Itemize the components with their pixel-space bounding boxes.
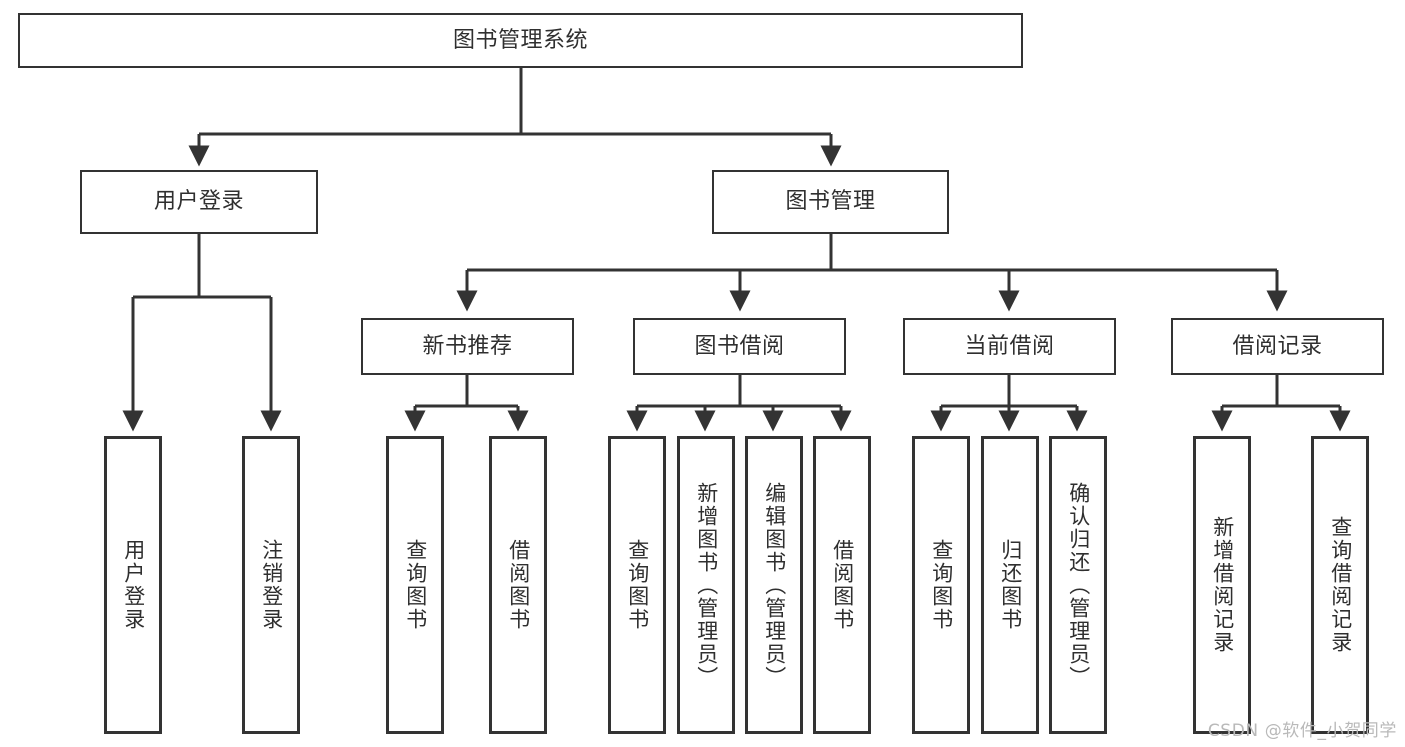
node-leaf-borrow-book-1-label: 借阅图书 bbox=[506, 539, 531, 631]
node-leaf-logout[interactable]: 注销登录 bbox=[242, 436, 300, 734]
node-leaf-add-record[interactable]: 新增借阅记录 bbox=[1193, 436, 1251, 734]
node-leaf-edit-book[interactable]: 编辑图书（管理员） bbox=[745, 436, 803, 734]
node-book-manage-label: 图书管理 bbox=[785, 189, 876, 215]
node-current-borrow[interactable]: 当前借阅 bbox=[903, 318, 1116, 375]
node-leaf-add-book[interactable]: 新增图书（管理员） bbox=[677, 436, 735, 734]
node-user-login[interactable]: 用户登录 bbox=[80, 170, 318, 234]
node-leaf-borrow-book-2[interactable]: 借阅图书 bbox=[813, 436, 871, 734]
node-leaf-query-book-3-label: 查询图书 bbox=[929, 539, 954, 631]
node-user-login-label: 用户登录 bbox=[153, 189, 244, 215]
node-leaf-confirm-return-label: 确认归还（管理员） bbox=[1066, 481, 1091, 689]
node-book-borrow-label: 图书借阅 bbox=[694, 333, 785, 359]
node-leaf-query-book-1-label: 查询图书 bbox=[403, 539, 428, 631]
node-current-borrow-label: 当前借阅 bbox=[964, 333, 1055, 359]
node-book-borrow[interactable]: 图书借阅 bbox=[633, 318, 846, 375]
node-book-manage[interactable]: 图书管理 bbox=[712, 170, 949, 234]
node-leaf-edit-book-label: 编辑图书（管理员） bbox=[762, 481, 787, 689]
node-new-book-rec-label: 新书推荐 bbox=[422, 333, 513, 359]
node-root-label: 图书管理系统 bbox=[452, 27, 588, 53]
node-leaf-query-record[interactable]: 查询借阅记录 bbox=[1311, 436, 1369, 734]
node-leaf-user-login[interactable]: 用户登录 bbox=[104, 436, 162, 734]
node-leaf-query-book-2[interactable]: 查询图书 bbox=[608, 436, 666, 734]
node-new-book-rec[interactable]: 新书推荐 bbox=[361, 318, 574, 375]
node-leaf-borrow-book-2-label: 借阅图书 bbox=[830, 539, 855, 631]
node-leaf-add-book-label: 新增图书（管理员） bbox=[694, 481, 719, 689]
node-leaf-query-book-3[interactable]: 查询图书 bbox=[912, 436, 970, 734]
node-borrow-record[interactable]: 借阅记录 bbox=[1171, 318, 1384, 375]
node-leaf-confirm-return[interactable]: 确认归还（管理员） bbox=[1049, 436, 1107, 734]
node-leaf-user-login-label: 用户登录 bbox=[121, 539, 146, 631]
node-leaf-logout-label: 注销登录 bbox=[259, 539, 284, 631]
node-leaf-query-book-1[interactable]: 查询图书 bbox=[386, 436, 444, 734]
node-root[interactable]: 图书管理系统 bbox=[18, 13, 1023, 68]
node-leaf-return-book-label: 归还图书 bbox=[998, 539, 1023, 631]
node-leaf-borrow-book-1[interactable]: 借阅图书 bbox=[489, 436, 547, 734]
node-leaf-query-book-2-label: 查询图书 bbox=[625, 539, 650, 631]
node-borrow-record-label: 借阅记录 bbox=[1232, 333, 1323, 359]
node-leaf-add-record-label: 新增借阅记录 bbox=[1210, 516, 1235, 654]
node-leaf-query-record-label: 查询借阅记录 bbox=[1328, 516, 1353, 654]
csdn-watermark: CSDN @软件_小贺同学 bbox=[1207, 721, 1397, 741]
node-leaf-return-book[interactable]: 归还图书 bbox=[981, 436, 1039, 734]
